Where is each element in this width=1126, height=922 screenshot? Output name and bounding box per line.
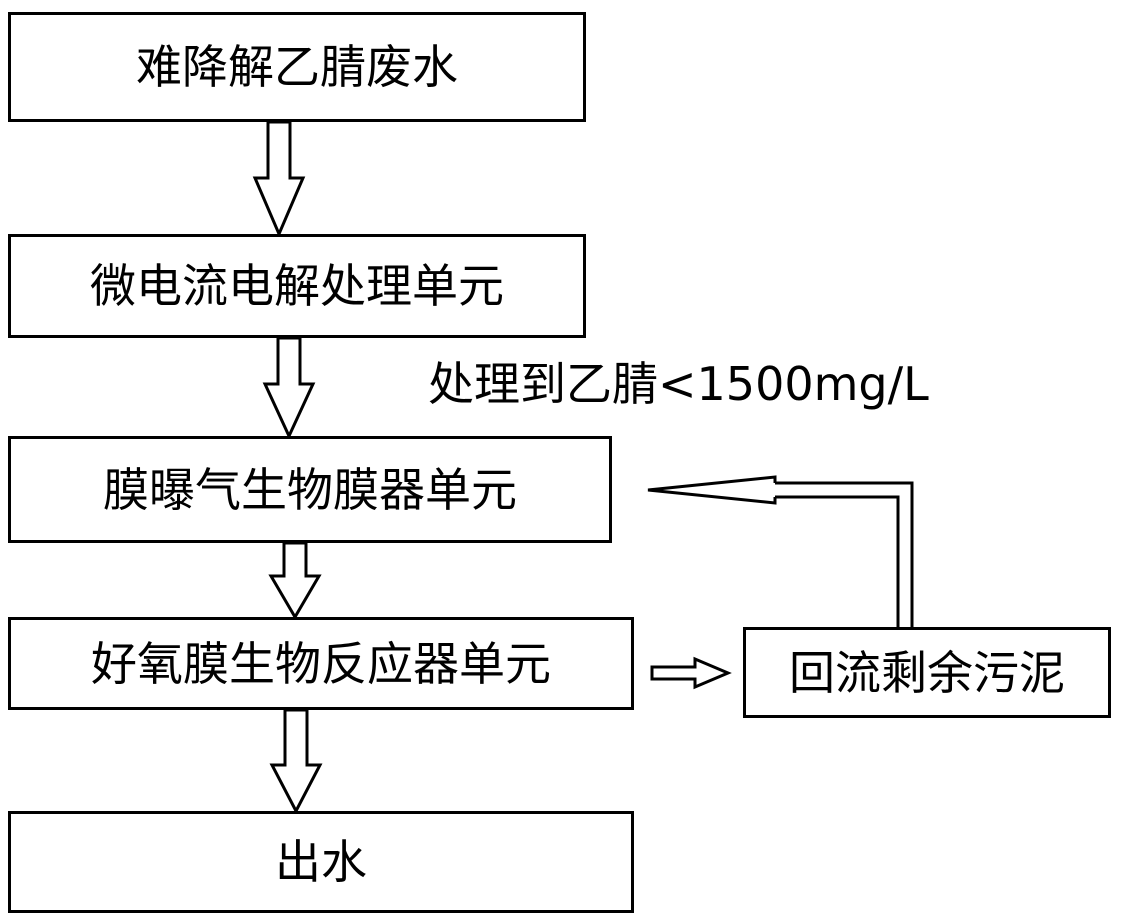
node-aerobic-mbr-label: 好氧膜生物反应器单元 [91,636,551,691]
arrow-sludge-return-to-membrane [647,475,914,627]
node-output-label: 出水 [275,835,367,889]
arrow-membrane-to-mbr [268,541,322,620]
node-input-wastewater: 难降解乙腈废水 [8,12,586,122]
node-aerobic-mbr-unit: 好氧膜生物反应器单元 [8,617,634,710]
node-input-label: 难降解乙腈废水 [136,40,458,94]
annotation-acetonitrile-limit: 处理到乙腈<1500mg/L [428,357,929,411]
arrow-input-to-electrolysis [252,120,306,238]
node-membrane-aeration-label: 膜曝气生物膜器单元 [103,462,517,517]
arrow-mbr-to-sludge [650,656,732,690]
arrow-electrolysis-to-membrane [262,336,316,440]
node-sludge-return-label: 回流剩余污泥 [789,645,1065,700]
node-membrane-aeration-unit: 膜曝气生物膜器单元 [8,436,612,543]
node-sludge-return: 回流剩余污泥 [743,627,1111,718]
node-electrolysis-label: 微电流电解处理单元 [90,259,504,313]
node-electrolysis-unit: 微电流电解处理单元 [8,234,586,338]
arrow-mbr-to-output [269,708,323,815]
node-output-water: 出水 [8,811,634,913]
